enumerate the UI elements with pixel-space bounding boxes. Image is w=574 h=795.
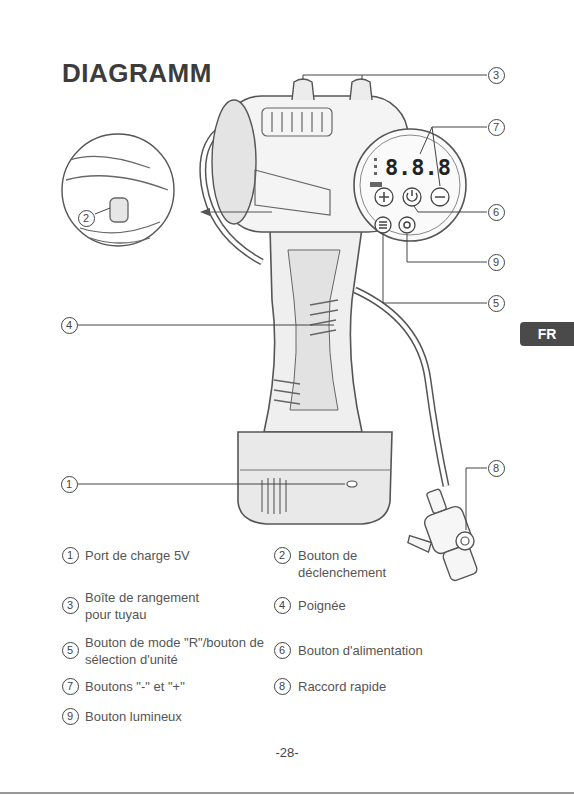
part-name: Port de charge 5V xyxy=(85,547,190,564)
part-name: Boîte de rangement pour tuyau xyxy=(85,589,225,623)
callout-number: 2 xyxy=(274,547,291,564)
callout-number: 6 xyxy=(274,642,291,659)
display-digits: 8.8.8 xyxy=(385,155,451,180)
page-number: -28- xyxy=(275,745,298,760)
part-name: Bouton de mode "R"/bouton de sélection d… xyxy=(85,634,270,668)
part-name: Bouton de déclenchement xyxy=(298,547,410,581)
callout-number: 4 xyxy=(274,597,291,614)
callout-number: 7 xyxy=(488,119,505,136)
callout-number: 4 xyxy=(61,317,78,334)
callout-number: 8 xyxy=(488,460,505,477)
callout-number: 9 xyxy=(488,254,505,271)
callout-number: 3 xyxy=(62,597,79,614)
callout-number: 1 xyxy=(62,547,79,564)
callout-number: 6 xyxy=(488,204,505,221)
part-name: Bouton lumineux xyxy=(85,708,182,725)
part-name: Poignée xyxy=(298,597,346,614)
part-name: Boutons "-" et "+" xyxy=(85,678,185,695)
callout-number: 7 xyxy=(62,678,79,695)
page-title: DIAGRAMM xyxy=(62,58,212,89)
callout-number: 1 xyxy=(61,476,78,493)
callout-number: 5 xyxy=(62,642,79,659)
callout-number: 9 xyxy=(62,708,79,725)
callout-number: 3 xyxy=(488,67,505,84)
language-tab: FR xyxy=(520,322,574,346)
callout-number: 5 xyxy=(488,295,505,312)
part-name: Raccord rapide xyxy=(298,678,386,695)
part-name: Bouton d'alimentation xyxy=(298,642,423,659)
callout-number: 2 xyxy=(78,210,95,227)
callout-number: 8 xyxy=(274,678,291,695)
